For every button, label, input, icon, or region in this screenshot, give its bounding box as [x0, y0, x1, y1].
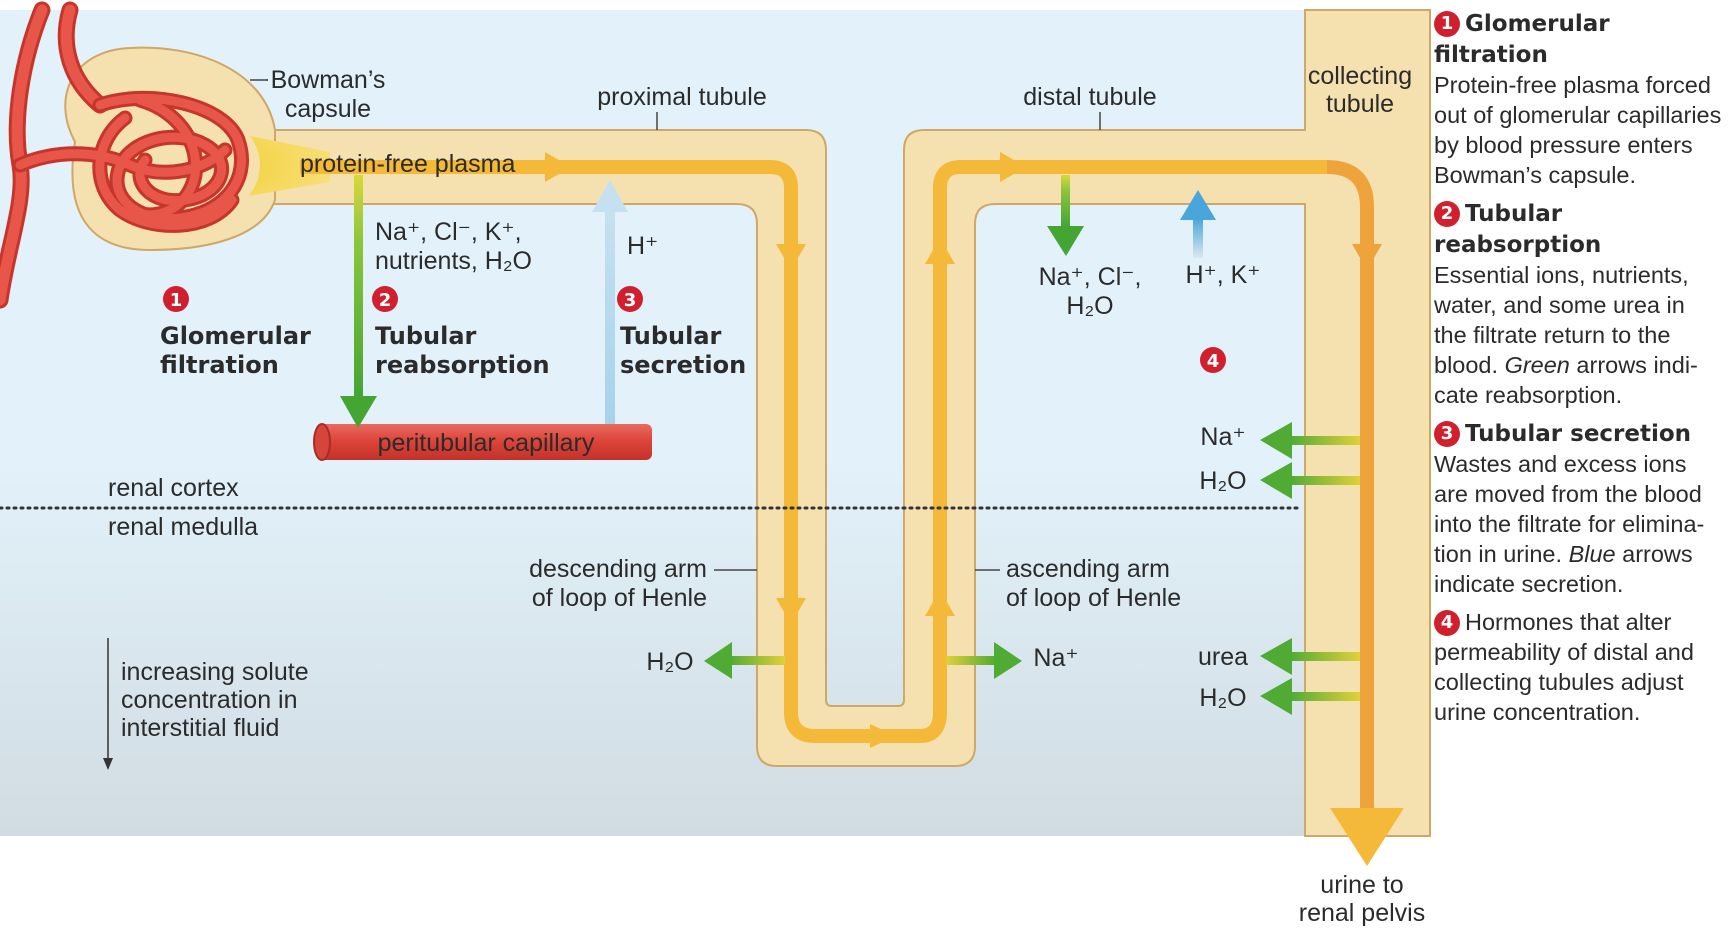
distal-tubule-label: distal tubule	[1023, 83, 1156, 111]
step-marker-4: 4	[1200, 347, 1226, 373]
step-marker-1: 1	[163, 286, 189, 312]
step-4-line: urine concentration.	[1434, 699, 1641, 725]
collecting-medulla-arrows	[1260, 638, 1360, 715]
step-3-title: Tubular secretion	[1465, 421, 1692, 447]
step-1-line: Bowman’s capsule.	[1434, 162, 1637, 188]
step-3-line: into the filtrate for elimina-	[1434, 511, 1705, 537]
step-1-line: out of glomerular capillaries	[1434, 102, 1722, 128]
blue-word: Blue	[1568, 541, 1616, 567]
step-4-badge: 4	[1434, 610, 1460, 636]
step-marker-3: 3	[617, 286, 643, 312]
step-3-line: tion in urine. Blue arrows	[1434, 541, 1693, 567]
flow-arrowheads	[545, 152, 1404, 866]
distal-reabsorbed-label: Na⁺, Cl⁻,H₂O	[1039, 263, 1142, 320]
distal-secreted-label: H⁺, K⁺	[1185, 261, 1260, 289]
step-4-line: collecting tubules adjust	[1434, 669, 1684, 695]
step-1-title: Glomerular filtration	[1434, 11, 1610, 68]
proximal-reabsorbed-label: Na⁺, Cl⁻, K⁺,nutrients, H₂O	[375, 218, 532, 275]
step-marker-2: 2	[372, 286, 398, 312]
step-4-first-line: Hormones that alter	[1465, 609, 1672, 635]
descending-water-arrow	[704, 642, 785, 679]
step-2-line: water, and some urea in	[1434, 292, 1685, 318]
ascending-out-label: Na⁺	[1033, 644, 1078, 672]
svg-text:1: 1	[170, 290, 183, 311]
step-3-badge: 3	[1434, 421, 1460, 447]
step-1-badge: 1	[1434, 11, 1460, 37]
protein-free-plasma-label: protein-free plasma	[300, 150, 515, 178]
svg-text:2: 2	[379, 290, 392, 311]
step-4-line: permeability of distal and	[1434, 639, 1694, 665]
proximal-tubule-label: proximal tubule	[597, 83, 767, 111]
step-1-line: by blood pressure enters	[1434, 132, 1693, 158]
step-2-line: the filtrate return to the	[1434, 322, 1671, 348]
peritubular-capillary	[313, 423, 652, 461]
collecting-cortex-na-label: Na⁺	[1200, 423, 1245, 451]
gradient-arrowhead	[103, 758, 113, 770]
step-1-line: Protein-free plasma forced	[1434, 72, 1711, 98]
distal-secretion-arrow	[1180, 190, 1216, 258]
ascending-sodium-arrow	[946, 642, 1022, 679]
renal-cortex-label: renal cortex	[108, 474, 239, 502]
renal-medulla-label: renal medulla	[108, 513, 258, 541]
tubule-wall	[254, 9, 1431, 837]
collecting-cortex-arrows	[1260, 422, 1360, 499]
svg-text:3: 3	[624, 290, 637, 311]
glomerulus	[0, 1, 249, 309]
step-3-line: are moved from the blood	[1434, 481, 1702, 507]
collecting-cortex-h2o-label: H₂O	[1199, 467, 1246, 495]
proximal-reabsorption-arrow	[340, 175, 377, 428]
step-2-line: cate reabsorption.	[1434, 382, 1623, 408]
proximal-secretion-arrow	[592, 180, 628, 424]
proximal-secreted-label: H⁺	[627, 232, 658, 260]
step-3-line: Wastes and excess ions	[1434, 451, 1687, 477]
peritubular-capillary-label: peritubular capillary	[378, 429, 595, 457]
leader-lines	[250, 79, 1101, 571]
svg-text:4: 4	[1207, 351, 1220, 372]
green-word: Green	[1504, 352, 1570, 378]
step-2-title: Tubular reabsorption	[1434, 201, 1602, 258]
step-3-line: indicate secretion.	[1434, 571, 1624, 597]
step-2-line: Essential ions, nutrients,	[1434, 262, 1689, 288]
collecting-medulla-urea-label: urea	[1198, 643, 1248, 671]
collecting-medulla-h2o-label: H₂O	[1199, 684, 1246, 712]
descending-out-label: H₂O	[646, 648, 693, 676]
step-2-badge: 2	[1434, 201, 1460, 227]
distal-reabsorption-arrow	[1047, 175, 1084, 256]
step-2-line: blood. Green arrows indi-	[1434, 352, 1698, 378]
filtrate-flow	[300, 160, 1374, 818]
